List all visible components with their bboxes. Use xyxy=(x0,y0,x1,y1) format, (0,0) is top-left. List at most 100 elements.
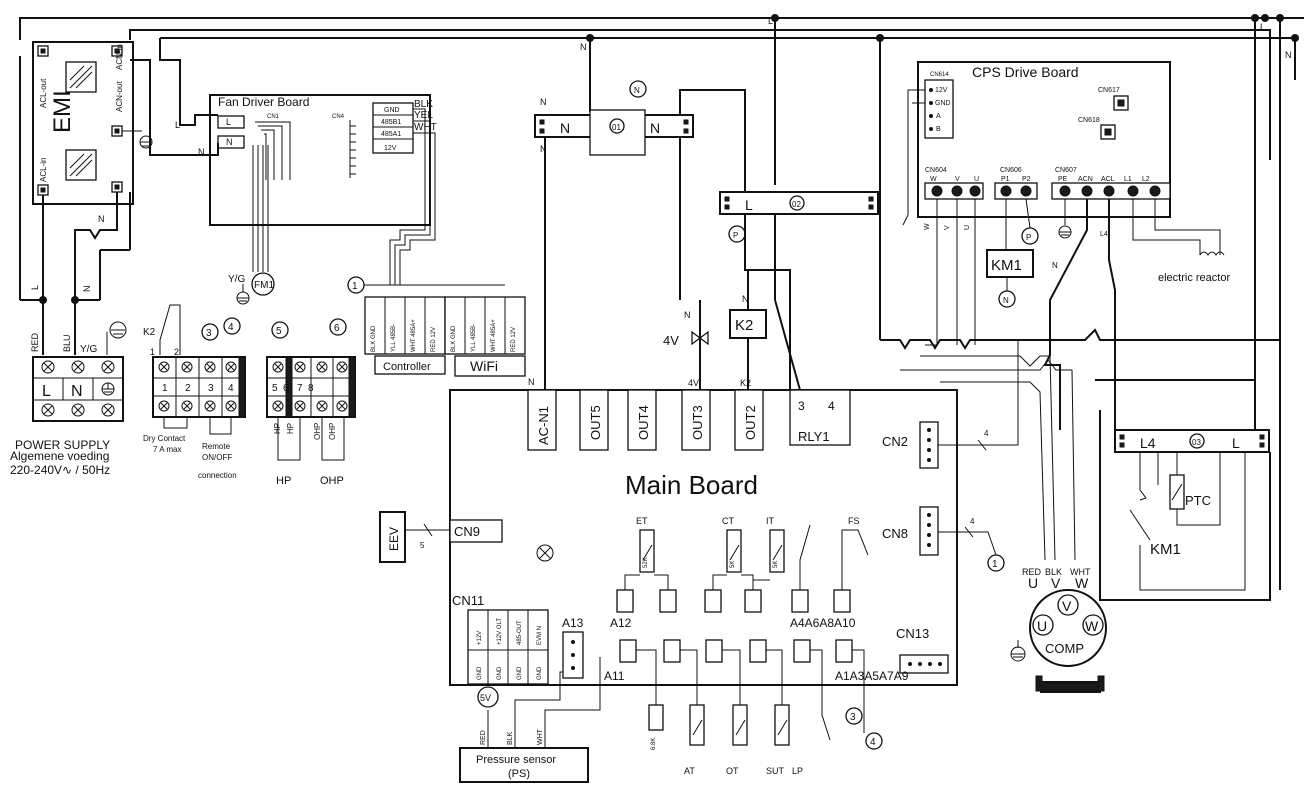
fan-pin-485a: 485A1 xyxy=(381,131,401,138)
emi-wire-n2: N xyxy=(98,214,105,224)
cps-cn617: CN617 xyxy=(1098,87,1120,94)
node-4-a: 4 xyxy=(228,322,234,333)
fan-wire-label-n: N xyxy=(198,147,205,157)
node-1-b: 1 xyxy=(992,559,998,570)
cn11-pin-7: EVM N xyxy=(537,626,543,645)
cps-l2: L2 xyxy=(1142,176,1150,183)
node-n-b: N xyxy=(1003,296,1009,305)
fan-wire-label-l: L xyxy=(175,120,180,130)
rail-label-n2: N xyxy=(1285,50,1292,60)
cn11-pin-2: GND xyxy=(477,666,483,680)
power-title: POWER SUPPLY xyxy=(15,438,110,452)
main-cn8: CN8 xyxy=(882,526,908,541)
cps-km1: KM1 xyxy=(991,257,1022,274)
wifi-label: WiFi xyxy=(470,358,498,374)
sensor-connectors-lower: 6.8K AT OT SUT LP xyxy=(619,639,865,776)
cps-drive-board: CPS Drive Board CN614 12V GND A B CN617 … xyxy=(902,61,1230,430)
node-n: N xyxy=(634,86,640,95)
node-4-b: 4 xyxy=(870,737,876,748)
cps-acl: ACL xyxy=(1101,176,1115,183)
hp-caption: HP xyxy=(276,475,291,487)
fan-motor-yg: Y/G xyxy=(228,274,245,285)
sensor-5k-it: 5K xyxy=(773,561,779,568)
k2-dry-contact-block: K2 1 2 1 2 3 4 Dry Contact 7 A max Remot… xyxy=(143,304,246,480)
main-cn9: CN9 xyxy=(454,524,480,539)
sensor-it: IT xyxy=(766,516,775,526)
sensor-sut: SUT xyxy=(766,766,785,776)
cps-cn606: CN606 xyxy=(1000,167,1022,174)
node-p-b: P xyxy=(1026,233,1031,242)
k2-remote: Remote xyxy=(202,442,231,451)
relay-02: 02 xyxy=(792,200,801,209)
k2-term-4: 4 xyxy=(228,383,234,394)
relay-01: 01 xyxy=(612,123,621,132)
k2-term-3: 3 xyxy=(208,383,214,394)
sensor-lp: LP xyxy=(792,766,803,776)
ohp-caption: OHP xyxy=(320,475,344,487)
hp-screws xyxy=(272,361,348,412)
sensor-fs: FS xyxy=(848,516,860,526)
cps-wire-v: V xyxy=(944,225,951,230)
sensor-et: ET xyxy=(636,516,648,526)
sensor-at: AT xyxy=(684,766,695,776)
main-a11: A11 xyxy=(604,669,625,683)
node-3-a: 3 xyxy=(206,328,212,339)
relay-n-left: N xyxy=(560,120,570,136)
cps-wire-l4: L4 xyxy=(1100,231,1108,238)
sensor-5k-ct: 5K xyxy=(730,561,736,568)
fan-cn1: CN1 xyxy=(267,114,280,120)
cps-acn: ACN xyxy=(1078,176,1093,183)
cps-cn614-b: B xyxy=(936,126,941,133)
hp-term-7: 7 xyxy=(297,383,303,394)
emi-wire-l: L xyxy=(30,285,40,290)
wifi-pin-3: WHT 485A+ xyxy=(491,319,497,352)
ptc-label: PTC xyxy=(1185,493,1211,508)
k2-onoff: ON/OFF xyxy=(202,453,232,462)
main-term-acn1: AC-N1 xyxy=(536,406,551,445)
comp-w-wire: W xyxy=(1075,575,1089,591)
fan-driver-board: Fan Driver Board CN1 CN4 L N GND 485B1 4… xyxy=(209,94,437,226)
main-term-out2: OUT2 xyxy=(743,405,758,440)
sensor-52k: 52K xyxy=(643,557,649,568)
main-cn13: CN13 xyxy=(896,626,929,641)
comp-wht: WHT xyxy=(1070,567,1091,577)
power-blu: BLU xyxy=(62,334,72,352)
k2-pin2: 2 xyxy=(174,347,179,357)
top-rails: L N L N xyxy=(19,14,1304,590)
cps-cn618: CN618 xyxy=(1078,117,1100,124)
cps-l1: L1 xyxy=(1124,176,1132,183)
node-5-a: 5 xyxy=(276,326,282,337)
fan-n: N xyxy=(226,137,233,147)
cps-w: W xyxy=(930,176,937,183)
cn11-pin-3: +12V OLT xyxy=(497,618,503,645)
cn8-wire-count: 4 xyxy=(970,517,975,526)
cps-title: CPS Drive Board xyxy=(972,64,1079,80)
k2-connection: connection xyxy=(198,471,237,480)
fan-pin-485b: 485B1 xyxy=(381,119,401,126)
pressure-sub: (PS) xyxy=(508,768,530,780)
node-1-a: 1 xyxy=(352,281,358,292)
controller-pin-2: YLL 485B- xyxy=(391,324,397,352)
controller-label: Controller xyxy=(383,361,431,373)
power-l: L xyxy=(42,383,51,400)
cps-wire-u: U xyxy=(964,225,971,230)
cps-cn614-a: A xyxy=(936,113,941,120)
controller-pin-1: BLK GND xyxy=(371,325,377,352)
main-term-out4: OUT4 xyxy=(636,405,651,440)
main-rly-4: 4 xyxy=(828,399,835,413)
power-yg: Y/G xyxy=(80,344,97,355)
main-term-out5: OUT5 xyxy=(588,405,603,440)
fan-motor-wiring: L N FM1 Y/G xyxy=(130,38,505,305)
node-6-a: 6 xyxy=(334,323,340,334)
hp-term-6: 6 xyxy=(283,383,289,394)
cps-cn604: CN604 xyxy=(925,167,947,174)
k2-term-2: 2 xyxy=(185,383,191,394)
cps-wire-w: W xyxy=(924,223,931,230)
main-board-title: Main Board xyxy=(625,470,758,500)
emi-acn-in: ACN-in xyxy=(115,44,124,70)
hp-term-8: 8 xyxy=(308,383,314,394)
cn11-pin-1: +12V xyxy=(477,631,483,645)
comp-red: RED xyxy=(1022,567,1042,577)
emi-acl-in: ACL-in xyxy=(39,158,48,182)
